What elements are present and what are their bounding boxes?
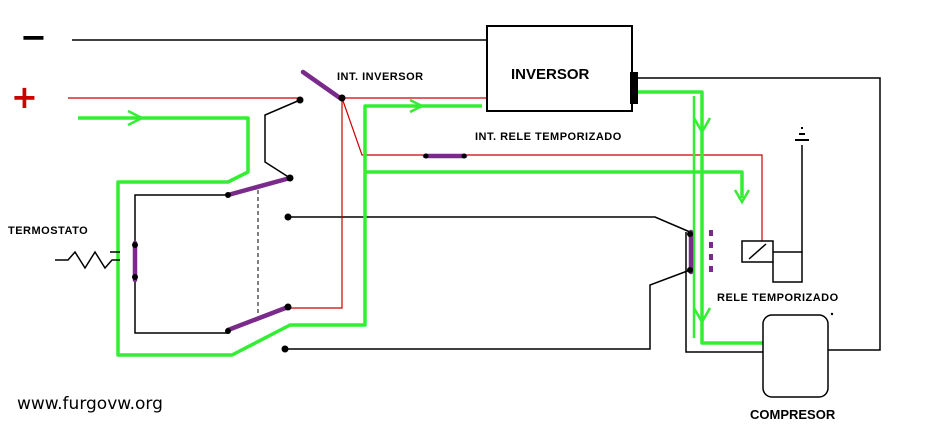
red-wires (68, 97, 763, 309)
black-wires (72, 39, 881, 353)
int-rele-temporizado-label: INT. RELE TEMPORIZADO (475, 131, 622, 143)
upper-relay-wire (288, 216, 691, 233)
inverter-compressor-wire (632, 77, 881, 351)
upper-switch-lever (225, 175, 293, 198)
relay-compressor-wire (685, 232, 763, 353)
inversor-label: INVERSOR (511, 66, 590, 83)
compressor-mark (830, 312, 834, 316)
flow-arrow-timer (733, 189, 751, 205)
relay-coil-diagonal (748, 243, 767, 260)
current-flow-paths (78, 90, 763, 357)
flow-inlet-path (78, 104, 482, 357)
flow-arrows (127, 98, 751, 325)
lower-relay-wire (285, 269, 691, 350)
inverter-terminal-block (630, 72, 638, 104)
int-inversor-label: INT. INVERSOR (337, 71, 424, 83)
rele-temporizado-label: RELE TEMPORIZADO (717, 292, 839, 304)
flow-arrow-down-2 (692, 307, 712, 325)
switch-contacts (132, 69, 694, 333)
lower-switch-lever (225, 304, 291, 333)
red-switch-return (290, 98, 343, 309)
thermostat-resistor (55, 250, 120, 270)
compresor-label: COMPRESOR (750, 407, 836, 422)
flow-arrow-down-1 (692, 117, 712, 135)
switch-link-wire (264, 99, 301, 179)
termostato-label: TERMOSTATO (8, 225, 88, 237)
inverter-switch-lever (300, 69, 343, 101)
minus-sign: − (20, 18, 47, 56)
compressor-box (762, 314, 829, 398)
flow-arrow-inlet (127, 109, 145, 127)
relay-coil-ground-return (772, 252, 803, 283)
flow-timer-path (365, 170, 744, 198)
terminal-dots (132, 94, 693, 353)
thermostat-loop-wire (134, 194, 228, 334)
relay-coil-ground-wire (773, 145, 803, 253)
website-watermark: www.furgovw.org (17, 394, 163, 414)
flow-arrow-inverter (409, 98, 425, 114)
plus-sign: + (11, 78, 38, 116)
flow-compressor-path (632, 90, 763, 345)
timer-switch-wire (341, 97, 763, 243)
inverter-box (486, 25, 633, 112)
ground-symbol (795, 127, 809, 141)
